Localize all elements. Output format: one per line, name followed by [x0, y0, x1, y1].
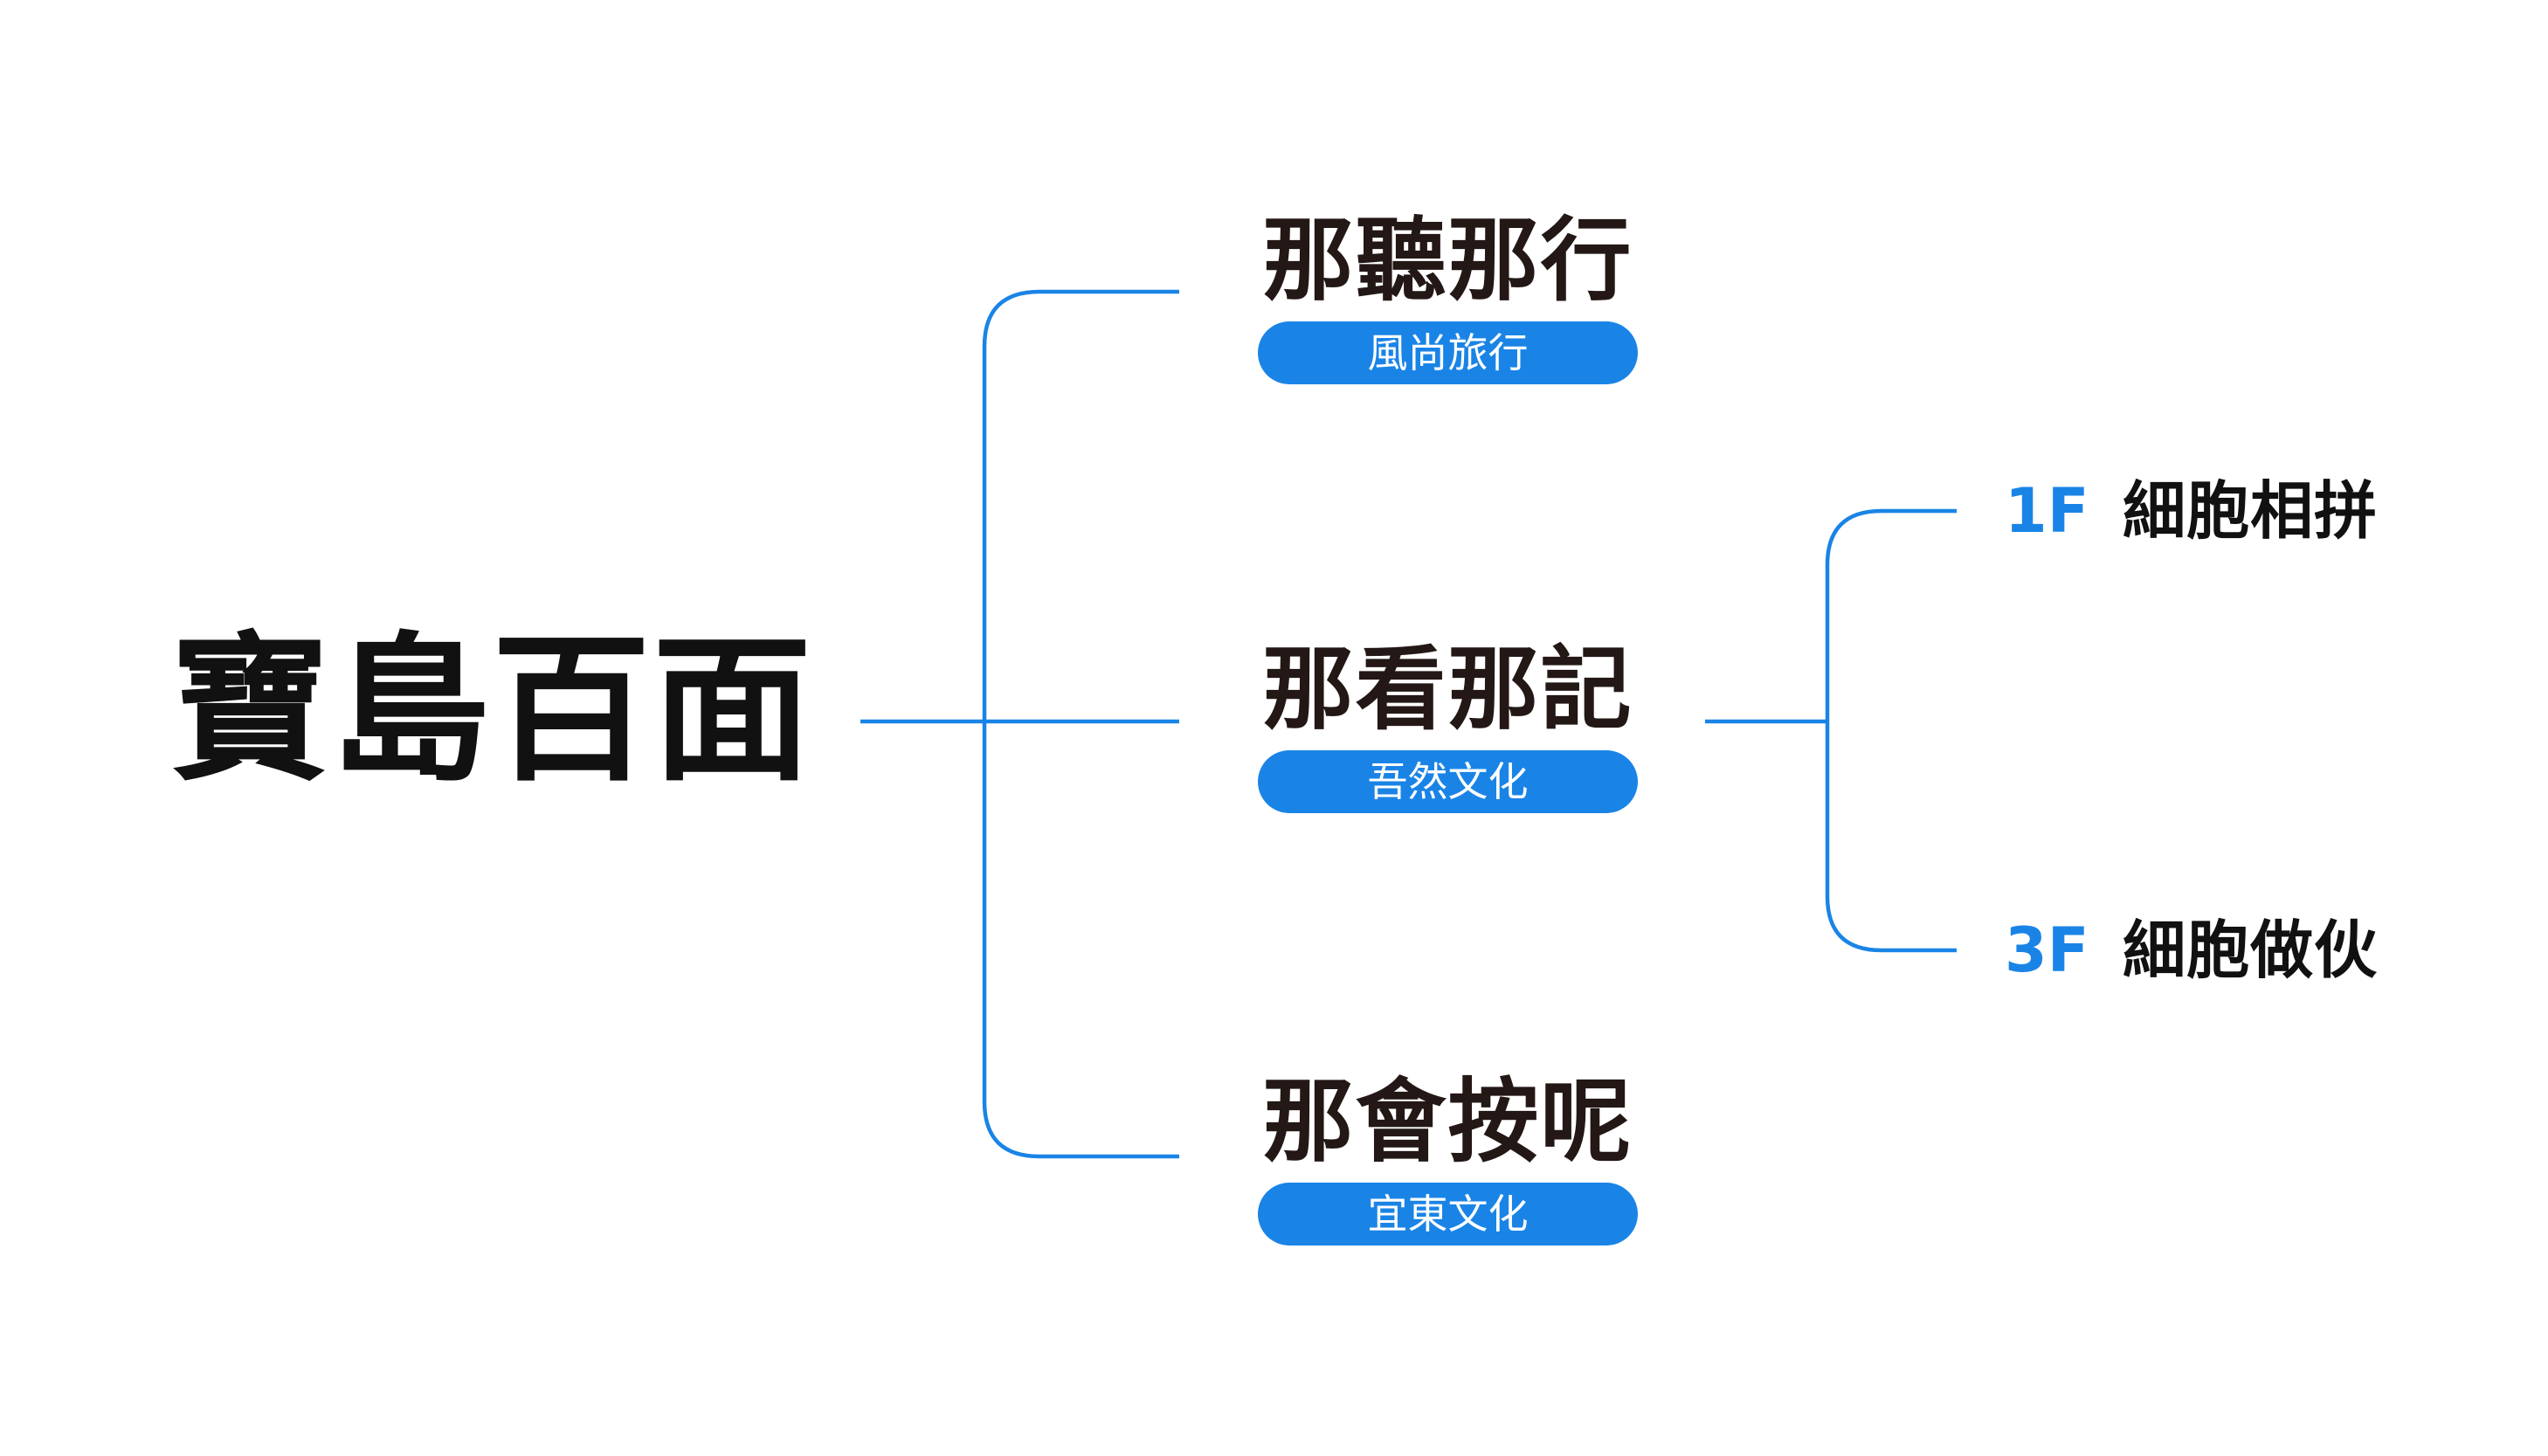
leaf-node-1: 1F 細胞相拼 — [2005, 476, 2378, 546]
branch-1-connector — [982, 289, 1179, 1159]
branch-title: 那聽那行 — [1262, 207, 1633, 314]
branch-node-2: 那看那記 吾然文化 — [1258, 644, 1638, 813]
branch-node-3: 那會按呢 宜東文化 — [1258, 1076, 1638, 1246]
leaf-node-2: 3F 細胞做伙 — [2005, 915, 2378, 985]
branch-node-1: 那聽那行 風尚旅行 — [1258, 215, 1638, 384]
branch-tag: 吾然文化 — [1258, 750, 1638, 813]
root-title: 寶島百面 — [170, 618, 813, 803]
branch-title: 那看那記 — [1262, 636, 1633, 742]
leaf-floor-label: 3F — [2005, 914, 2089, 986]
leaf-floor-label: 1F — [2005, 475, 2089, 547]
branch-title: 那會按呢 — [1262, 1068, 1633, 1175]
leaf-connector — [1825, 508, 1957, 953]
leaf-name: 細胞做伙 — [2123, 914, 2379, 987]
leaf-name: 細胞相拼 — [2123, 474, 2379, 548]
branch-tag: 風尚旅行 — [1258, 321, 1638, 384]
branch-tag: 宜東文化 — [1258, 1183, 1638, 1246]
